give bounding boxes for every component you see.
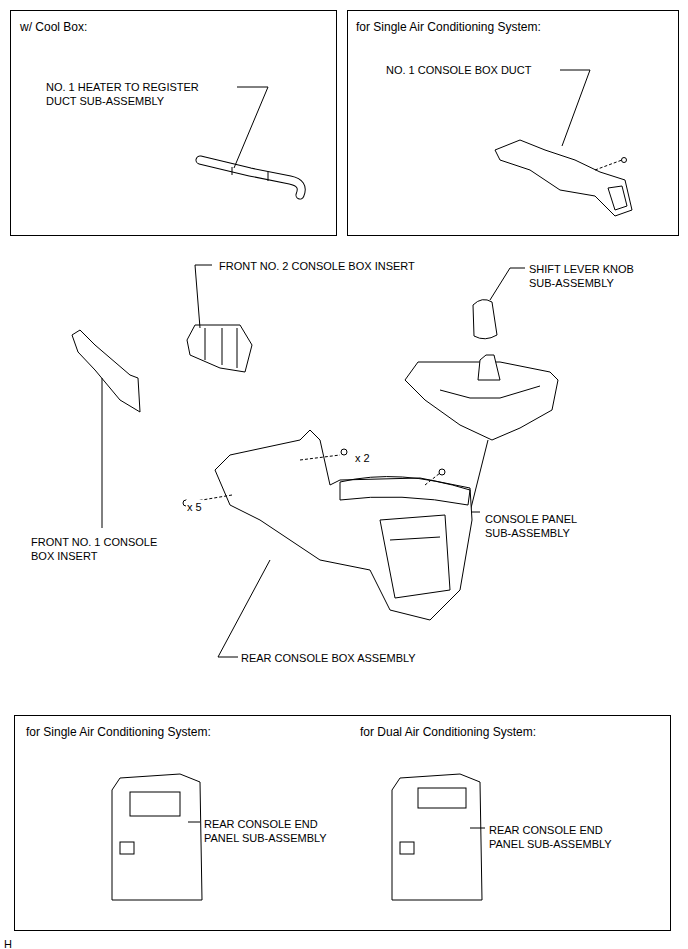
part-label: CONSOLE PANEL SUB-ASSEMBLY	[484, 512, 596, 540]
part-label: REAR CONSOLE END PANEL SUB-ASSEMBLY	[203, 817, 353, 845]
part-label: x 5	[186, 500, 203, 514]
part-label: REAR CONSOLE BOX ASSEMBLY	[240, 651, 472, 665]
part-label: NO. 1 HEATER TO REGISTER DUCT SUB-ASSEMB…	[45, 80, 225, 108]
panel-heading: for Dual Air Conditioning System:	[360, 725, 536, 739]
section-panel: w/ Cool Box:	[10, 10, 337, 236]
part-label: H	[3, 937, 13, 949]
part-label: x 2	[354, 451, 371, 465]
panel-heading: w/ Cool Box:	[20, 20, 87, 34]
part-label: FRONT NO. 1 CONSOLE BOX INSERT	[30, 535, 182, 563]
panel-heading: for Single Air Conditioning System:	[26, 725, 211, 739]
part-label: SHIFT LEVER KNOB SUB-ASSEMBLY	[528, 262, 655, 290]
part-label: FRONT NO. 2 CONSOLE BOX INSERT	[218, 259, 450, 273]
panel-heading: for Single Air Conditioning System:	[356, 20, 541, 34]
section-panel: for Single Air Conditioning System:	[347, 10, 679, 236]
part-label: REAR CONSOLE END PANEL SUB-ASSEMBLY	[488, 823, 638, 851]
part-label: NO. 1 CONSOLE BOX DUCT	[385, 63, 557, 77]
